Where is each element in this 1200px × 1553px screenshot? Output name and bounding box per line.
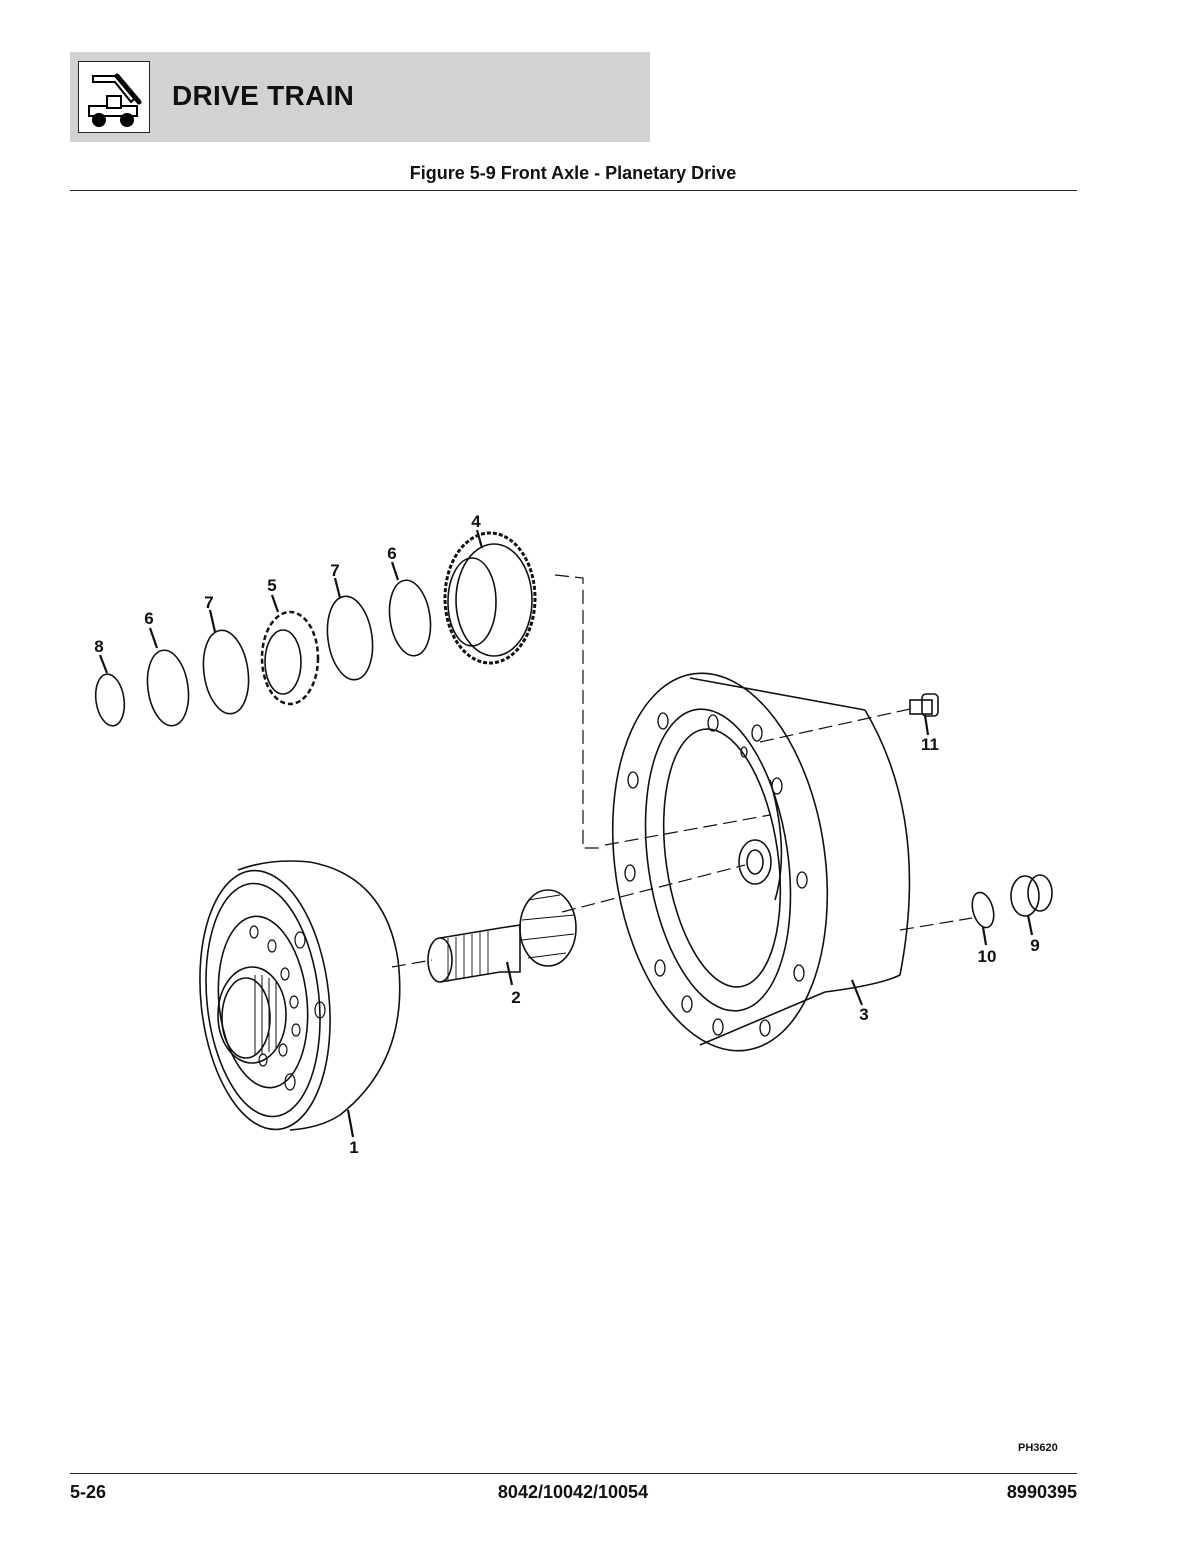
callout-2: 2 xyxy=(511,988,520,1007)
plug-9 xyxy=(1010,874,1053,917)
callout-6-right: 6 xyxy=(387,544,396,563)
callout-1: 1 xyxy=(349,1138,358,1157)
callout-6-left: 6 xyxy=(144,609,153,628)
footer-divider xyxy=(70,1473,1077,1474)
figure-title: Figure 5-9 Front Axle - Planetary Drive xyxy=(409,163,737,183)
planetary-hub-housing xyxy=(611,672,911,1052)
snap-ring-6-left xyxy=(146,649,190,727)
planetary-carrier xyxy=(199,860,401,1131)
scissor-lift-logo-icon xyxy=(78,61,150,133)
callout-8: 8 xyxy=(94,637,103,656)
screw-11 xyxy=(909,693,939,717)
ring-gear xyxy=(443,531,537,665)
sun-gear-shaft xyxy=(427,889,577,983)
section-title: DRIVE TRAIN xyxy=(172,80,355,111)
callout-3: 3 xyxy=(859,1005,868,1024)
callout-7-left: 7 xyxy=(204,593,213,612)
o-ring-10 xyxy=(971,891,995,929)
callout-11: 11 xyxy=(921,735,939,754)
retaining-clip-8 xyxy=(94,673,126,727)
header-divider xyxy=(70,190,1077,191)
picture-id: PH3620 xyxy=(1018,1442,1058,1454)
snap-ring-6-right xyxy=(388,579,432,657)
page-number: 5-26 xyxy=(70,1482,107,1502)
callout-5: 5 xyxy=(267,576,276,595)
o-ring-7-right xyxy=(326,595,374,681)
callout-7-right: 7 xyxy=(330,561,339,580)
model-numbers: 8042/10042/10054 xyxy=(497,1482,649,1502)
header-band: DRIVE TRAIN xyxy=(70,52,650,142)
callout-10: 10 xyxy=(978,947,997,966)
callout-4: 4 xyxy=(471,512,481,531)
manual-part-number: 8990395 xyxy=(1006,1482,1077,1502)
o-ring-7-left xyxy=(202,629,250,715)
bearing xyxy=(260,610,320,706)
callout-9: 9 xyxy=(1030,936,1039,955)
